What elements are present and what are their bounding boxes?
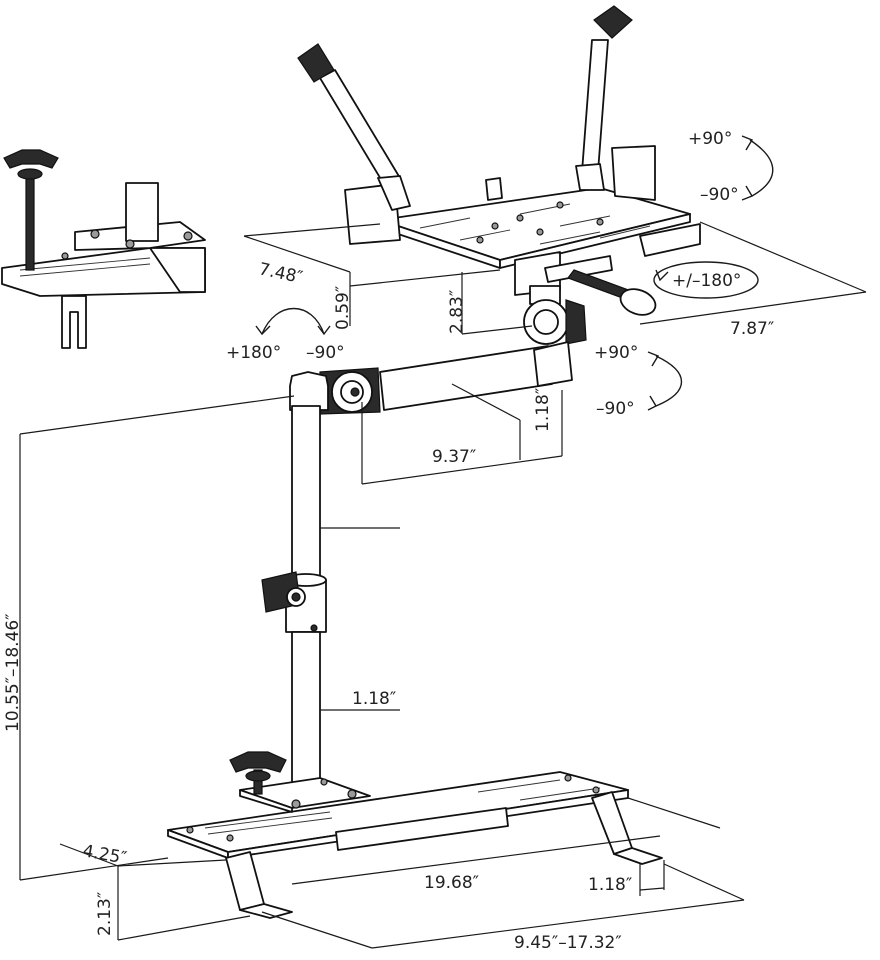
leg-rear <box>591 791 663 865</box>
base-plate <box>167 751 663 919</box>
leg-front <box>225 851 293 919</box>
rot-tilt-minus: –90° <box>700 185 739 205</box>
upright-pole <box>261 405 327 803</box>
dim-head-drop: 2.83″ <box>447 290 467 334</box>
dim-tube-diameter-lower: 1.18″ <box>352 689 396 709</box>
dim-base-length: 19.68″ <box>424 873 479 893</box>
rot-arm-minus: –90° <box>306 343 345 363</box>
arm-assembly <box>289 341 573 415</box>
base-knob <box>229 751 287 795</box>
dim-tray-width: 7.87″ <box>730 319 774 339</box>
dim-tray-depth: 7.48″ <box>257 259 304 288</box>
rot-joint-plus: +90° <box>594 343 638 363</box>
dim-base-depth: 4.25″ <box>81 841 128 868</box>
tray-arm-left <box>297 43 411 211</box>
laptop-tray <box>297 5 701 345</box>
rot-joint-minus: –90° <box>596 399 635 419</box>
rot-tilt-plus: +90° <box>688 129 732 149</box>
dim-tube-diameter-upper: 1.18″ <box>533 388 553 432</box>
dimension-lines <box>19 221 867 949</box>
tray-arm-right <box>575 5 633 191</box>
dim-leg-height: 2.13″ <box>95 892 115 936</box>
clamp-screw <box>3 149 59 271</box>
dim-leg-width: 1.18″ <box>588 875 632 895</box>
dim-tray-thickness: 0.59″ <box>333 286 353 330</box>
rot-swivel: +/–180° <box>672 271 741 291</box>
clamp-inset <box>1 149 206 349</box>
rotation-arrows <box>255 135 774 411</box>
dim-arm-reach: 9.37″ <box>432 447 476 467</box>
dim-height-range: 10.55″–18.46″ <box>3 613 23 732</box>
dim-leg-spacing: 9.45″–17.32″ <box>514 933 622 953</box>
rot-arm-plus: +180° <box>226 343 281 363</box>
